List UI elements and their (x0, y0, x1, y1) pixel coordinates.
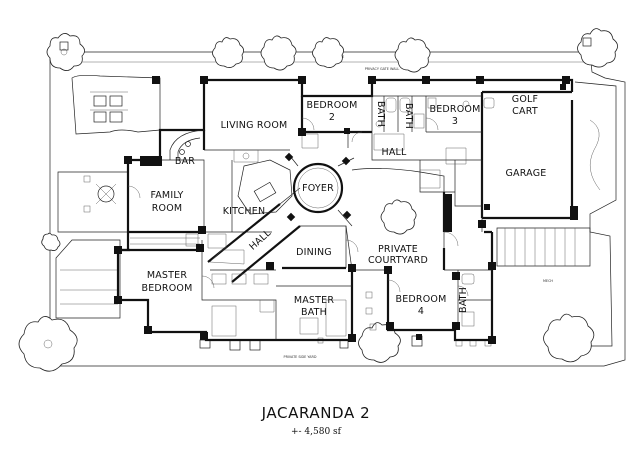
tree-icon (18, 316, 78, 372)
tree-icon (46, 33, 85, 71)
tree-icon (260, 35, 297, 71)
privacy-wall-note: PRIVACY GATE WALL (365, 67, 400, 71)
hall-diagonal-label: HALL (247, 227, 273, 252)
bath-b-label: BATH (403, 103, 414, 129)
door-swings (127, 117, 469, 297)
bedroom-4-label: BEDROOM (396, 294, 447, 305)
private-courtyard-label: PRIVATE (378, 244, 418, 255)
golf-cart-label-2: CART (512, 106, 538, 117)
kitchen-island (233, 149, 293, 215)
plan-area: +- 4,580 sf (291, 427, 342, 437)
master-bedroom-label-2: BEDROOM (142, 283, 193, 294)
exterior-walls (116, 78, 574, 342)
kitchen-label: KITCHEN (223, 206, 266, 217)
tree-icon (358, 322, 401, 363)
structural-columns (114, 76, 578, 344)
tree-icon (577, 28, 618, 68)
bath-a-label: BATH (375, 101, 386, 127)
mechanical-note: MECH (543, 279, 553, 283)
fixtures (130, 97, 495, 337)
foyer-label: FOYER (302, 183, 334, 194)
tree-icon (380, 199, 417, 235)
family-room-label: FAMILY (150, 190, 183, 201)
tree-icon (212, 37, 244, 68)
bar-counter (169, 129, 205, 160)
private-courtyard-label-2: COURTYARD (368, 255, 428, 266)
interior-walls (118, 95, 492, 340)
tree-icon (543, 313, 595, 363)
tree-icon (41, 232, 61, 251)
plan-title: JACARANDA 2 (261, 404, 371, 422)
garage-label: GARAGE (506, 168, 547, 179)
bedroom-2-label: BEDROOM (307, 100, 358, 111)
dining-label: DINING (296, 247, 332, 258)
bath-c-label: BATH (458, 287, 469, 313)
landscape-trees (18, 28, 618, 372)
master-bath-label-2: BATH (301, 307, 327, 318)
tree-icon (312, 37, 344, 68)
bedroom-2-number: 2 (329, 112, 335, 123)
master-bath-label: MASTER (294, 295, 335, 306)
bedroom-4-number: 4 (418, 306, 424, 317)
hall-upper-label: HALL (381, 147, 407, 158)
bedroom-3-label: BEDROOM (430, 104, 481, 115)
family-room-label-2: ROOM (152, 203, 183, 214)
golf-cart-label: GOLF (512, 94, 538, 105)
side-yard-note: PRIVATE SIDE YARD (284, 355, 317, 359)
master-bedroom-label: MASTER (147, 270, 188, 281)
bar-label: BAR (175, 156, 195, 167)
living-room-label: LIVING ROOM (221, 120, 288, 131)
tree-icon (394, 37, 431, 73)
foyer-rotunda (284, 152, 355, 227)
bedroom-3-number: 3 (452, 116, 458, 127)
